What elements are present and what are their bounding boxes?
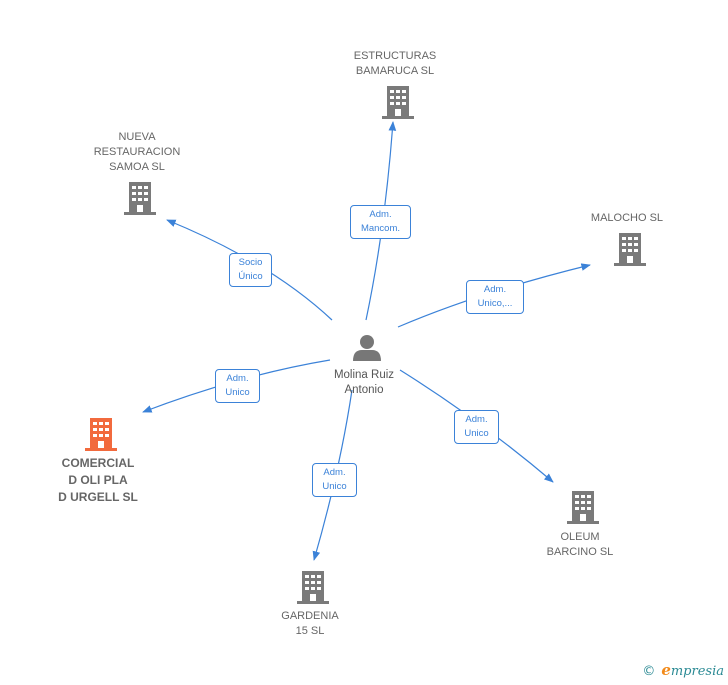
- building-icon-highlight[interactable]: [85, 417, 117, 451]
- relation-label-estructuras[interactable]: Adm. Mancom.: [350, 205, 411, 239]
- building-icon[interactable]: [124, 181, 156, 215]
- relation-label-malocho[interactable]: Adm. Unico,...: [466, 280, 524, 314]
- company-label-comercial[interactable]: COMERCIAL D OLI PLA D URGELL SL: [58, 456, 138, 504]
- company-label-nueva[interactable]: NUEVA RESTAURACION SAMOA SL: [93, 131, 181, 173]
- brand-logo-initial: e: [661, 661, 671, 679]
- building-icon[interactable]: [382, 85, 414, 119]
- watermark: © empresia: [642, 661, 724, 679]
- company-label-estructuras[interactable]: ESTRUCTURAS BAMARUCA SL: [353, 50, 437, 77]
- relation-label-oleum[interactable]: Adm. Unico: [454, 410, 499, 444]
- building-icon[interactable]: [614, 232, 646, 266]
- building-icon[interactable]: [567, 490, 599, 524]
- company-label-malocho[interactable]: MALOCHO SL: [590, 212, 664, 224]
- person-label[interactable]: Molina Ruiz Antonio: [333, 369, 395, 396]
- relation-label-nueva[interactable]: Socio Único: [229, 253, 272, 287]
- person-icon: [353, 335, 381, 361]
- company-label-gardenia[interactable]: GARDENIA 15 SL: [281, 610, 339, 637]
- copyright-symbol: ©: [642, 664, 656, 679]
- relation-label-comercial[interactable]: Adm. Unico: [215, 369, 260, 403]
- brand-logo-text: mpresia: [670, 664, 724, 679]
- company-label-oleum[interactable]: OLEUM BARCINO SL: [546, 531, 614, 558]
- relation-label-gardenia[interactable]: Adm. Unico: [312, 463, 357, 497]
- building-icon[interactable]: [297, 570, 329, 604]
